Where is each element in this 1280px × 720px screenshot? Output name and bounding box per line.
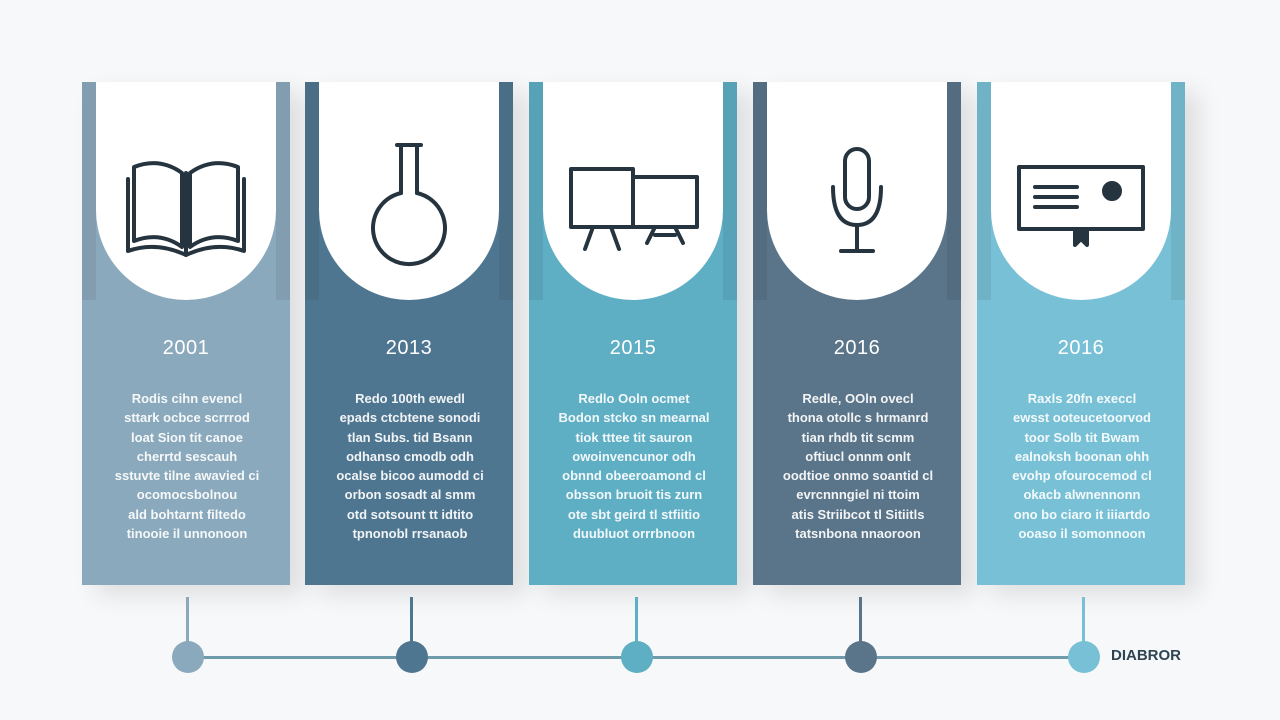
presentation-board-icon xyxy=(563,137,703,267)
timeline-node-4 xyxy=(845,641,877,673)
open-book-icon xyxy=(116,137,256,267)
description-text: Raxls 20fn execcl ewsst ooteucetoorvod t… xyxy=(1012,391,1152,542)
timeline-column-3: 2015 Redlo Ooln ocmet Bodon stcko sn mea… xyxy=(529,82,737,585)
timeline-column-5: 2016 Raxls 20fn execcl ewsst ooteucetoor… xyxy=(977,82,1185,585)
timeline-column-4: 2016 Redle, OOln ovecl thona otollc s hr… xyxy=(753,82,961,585)
timeline-node-3 xyxy=(621,641,653,673)
timeline-stem-5 xyxy=(1082,597,1085,643)
certificate-icon xyxy=(1011,137,1151,267)
timeline-stem-2 xyxy=(410,597,413,643)
year-label: 2016 xyxy=(1057,337,1105,359)
description-text: Redlo Ooln ocmet Bodon stcko sn mearnal … xyxy=(558,391,710,542)
timeline-column-1: 2001 Rodis cihn evencl sttark ocbce scrr… xyxy=(82,82,290,585)
timeline-node-2 xyxy=(396,641,428,673)
timeline-node-1 xyxy=(172,641,204,673)
timeline-stem-4 xyxy=(859,597,862,643)
flask-icon xyxy=(339,137,479,267)
description-text: Redle, OOln ovecl thona otollc s hrmanrd… xyxy=(782,391,934,542)
year-label: 2016 xyxy=(833,337,881,359)
icon-cap xyxy=(767,82,947,300)
description-text: Rodis cihn evencl sttark ocbce scrrrod l… xyxy=(114,391,260,542)
timeline-column-2: 2013 Redo 100th ewedl epads ctcbtene son… xyxy=(305,82,513,585)
timeline-stem-3 xyxy=(635,597,638,643)
microphone-icon xyxy=(787,137,927,267)
timeline-end-label: DIABROR xyxy=(1111,647,1181,664)
timeline-stem-1 xyxy=(186,597,189,643)
description-text: Redo 100th ewedl epads ctcbtene sonodi t… xyxy=(336,391,484,542)
year-label: 2013 xyxy=(385,337,433,359)
year-label: 2015 xyxy=(609,337,657,359)
year-label: 2001 xyxy=(162,337,210,359)
timeline-node-5 xyxy=(1068,641,1100,673)
